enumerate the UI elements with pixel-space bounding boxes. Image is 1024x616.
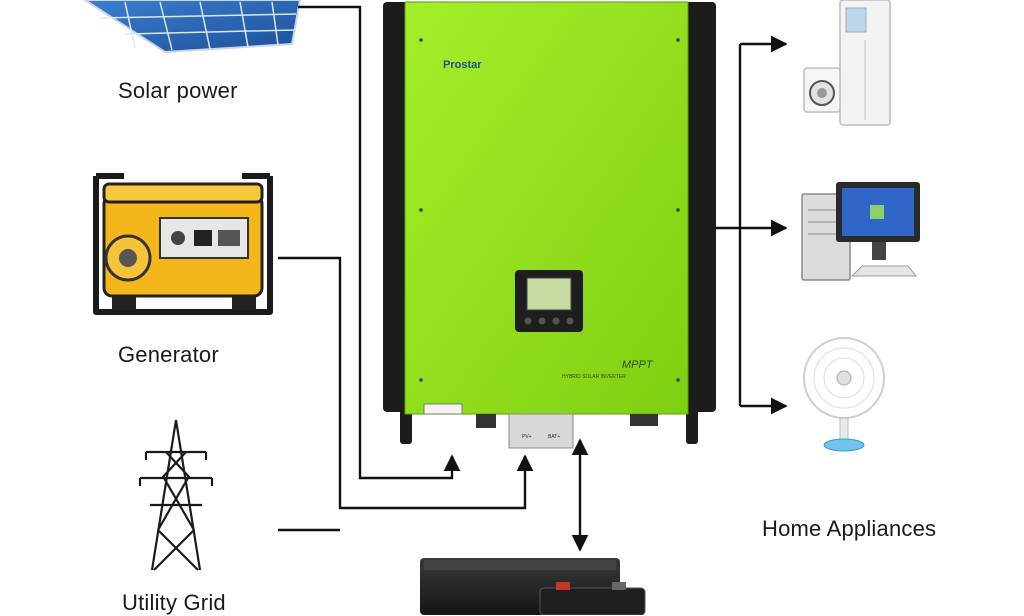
connectors [278, 5, 788, 552]
terminal-box [508, 413, 574, 449]
washing-machine-icon [803, 67, 841, 113]
label-generator: Generator [118, 342, 219, 367]
fan-icon [803, 337, 885, 452]
terminal-label-left: PV+ [522, 434, 532, 440]
inverter-brand: Prostar [443, 59, 482, 71]
lcd-buttons [524, 317, 574, 325]
generator-connector [278, 256, 534, 510]
computer-icon [801, 182, 920, 281]
solar-connector [298, 5, 461, 480]
inverter-subtitle: HYBRID SOLAR INVERTER [562, 374, 626, 380]
inverter-unit: Prostar MPPT HYBRID SOLAR INVERTER PV+ B… [383, 1, 716, 449]
label-utility-grid: Utility Grid [122, 590, 226, 615]
terminal-label-right: BAT+ [548, 434, 560, 440]
label-home-appliances: Home Appliances [762, 516, 937, 541]
battery-icon [420, 558, 646, 615]
label-solar-power: Solar power [118, 78, 238, 103]
refrigerator-icon [839, 0, 891, 126]
warning-label [423, 403, 463, 415]
generator-icon [93, 173, 273, 315]
utility-pylon-icon [138, 419, 214, 571]
inverter-model: MPPT [622, 359, 654, 371]
solar-panel-icon [83, 0, 302, 54]
lcd-screen [526, 277, 572, 311]
